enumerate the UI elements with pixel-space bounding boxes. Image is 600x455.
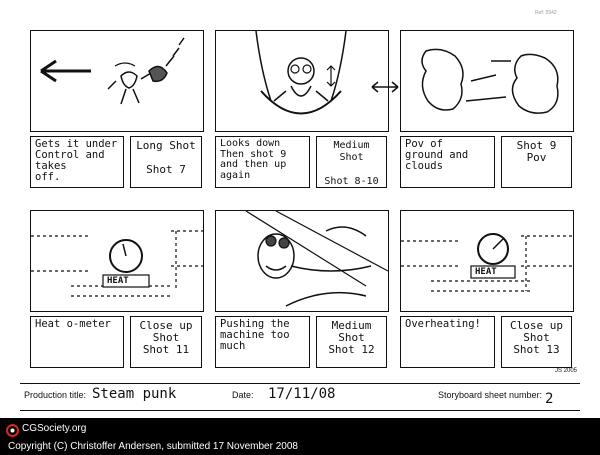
cgsociety-logo-icon <box>6 424 19 437</box>
action-note-2: Looks down Then shot 9 and then up again <box>215 136 310 188</box>
sketch-clouds <box>421 48 559 114</box>
sketch-looking-down <box>255 31 347 115</box>
cgsociety-site[interactable]: CGSociety.org <box>22 423 87 434</box>
sketch-pushing-machine <box>245 211 388 307</box>
sketch-heat-gauge-wide <box>31 230 203 297</box>
sheet-number-value: 2 <box>545 391 554 407</box>
panel-frame-3 <box>400 30 574 132</box>
js-mark: JS 2005 <box>555 368 578 374</box>
shot-note-2: Medium Shot Shot 8-10 <box>316 136 387 188</box>
panel-frame-6: HEAT <box>400 210 574 312</box>
copyright-text: Copyright (C) Christoffer Andersen, subm… <box>8 441 298 452</box>
sketch-overheating <box>401 233 573 292</box>
transition-arrow-icon <box>370 80 400 99</box>
shot-note-4: Close up Shot Shot 11 <box>130 316 202 368</box>
production-title-label: Production title: <box>24 390 87 400</box>
panel-frame-5 <box>215 210 389 312</box>
sheet-number-label: Storyboard sheet number: <box>438 390 543 400</box>
sheet-code: Ref: 5542 <box>535 10 557 16</box>
footer-top-rule <box>20 383 580 384</box>
shot-note-5: Medium Shot Shot 12 <box>316 316 387 368</box>
action-note-5: Pushing the machine too much <box>215 316 310 368</box>
panel-frame-2 <box>215 30 389 132</box>
date-label: Date: <box>232 390 254 400</box>
action-note-1: Gets it under Control and takes off. <box>30 136 124 188</box>
action-note-4: Heat o-meter <box>30 316 124 368</box>
action-note-6: Overheating! <box>400 316 495 368</box>
date-value: 17/11/08 <box>268 386 336 402</box>
action-note-3: Pov of ground and clouds <box>400 136 495 188</box>
shot-note-3: Shot 9 Pov <box>501 136 572 188</box>
footer-bottom-rule <box>20 410 580 411</box>
sketch-takeoff <box>40 37 185 105</box>
shot-note-1: Long Shot Shot 7 <box>130 136 202 188</box>
heat-gauge-label-2: HEAT <box>475 267 497 277</box>
production-title-value: Steam punk <box>92 386 177 402</box>
panel-frame-1 <box>30 30 204 132</box>
panel-frame-4: HEAT <box>30 210 204 312</box>
shot-note-6: Close up Shot Shot 13 <box>501 316 572 368</box>
credit-bar: CGSociety.org Copyright (C) Christoffer … <box>0 418 600 455</box>
heat-gauge-label-1: HEAT <box>107 276 129 286</box>
